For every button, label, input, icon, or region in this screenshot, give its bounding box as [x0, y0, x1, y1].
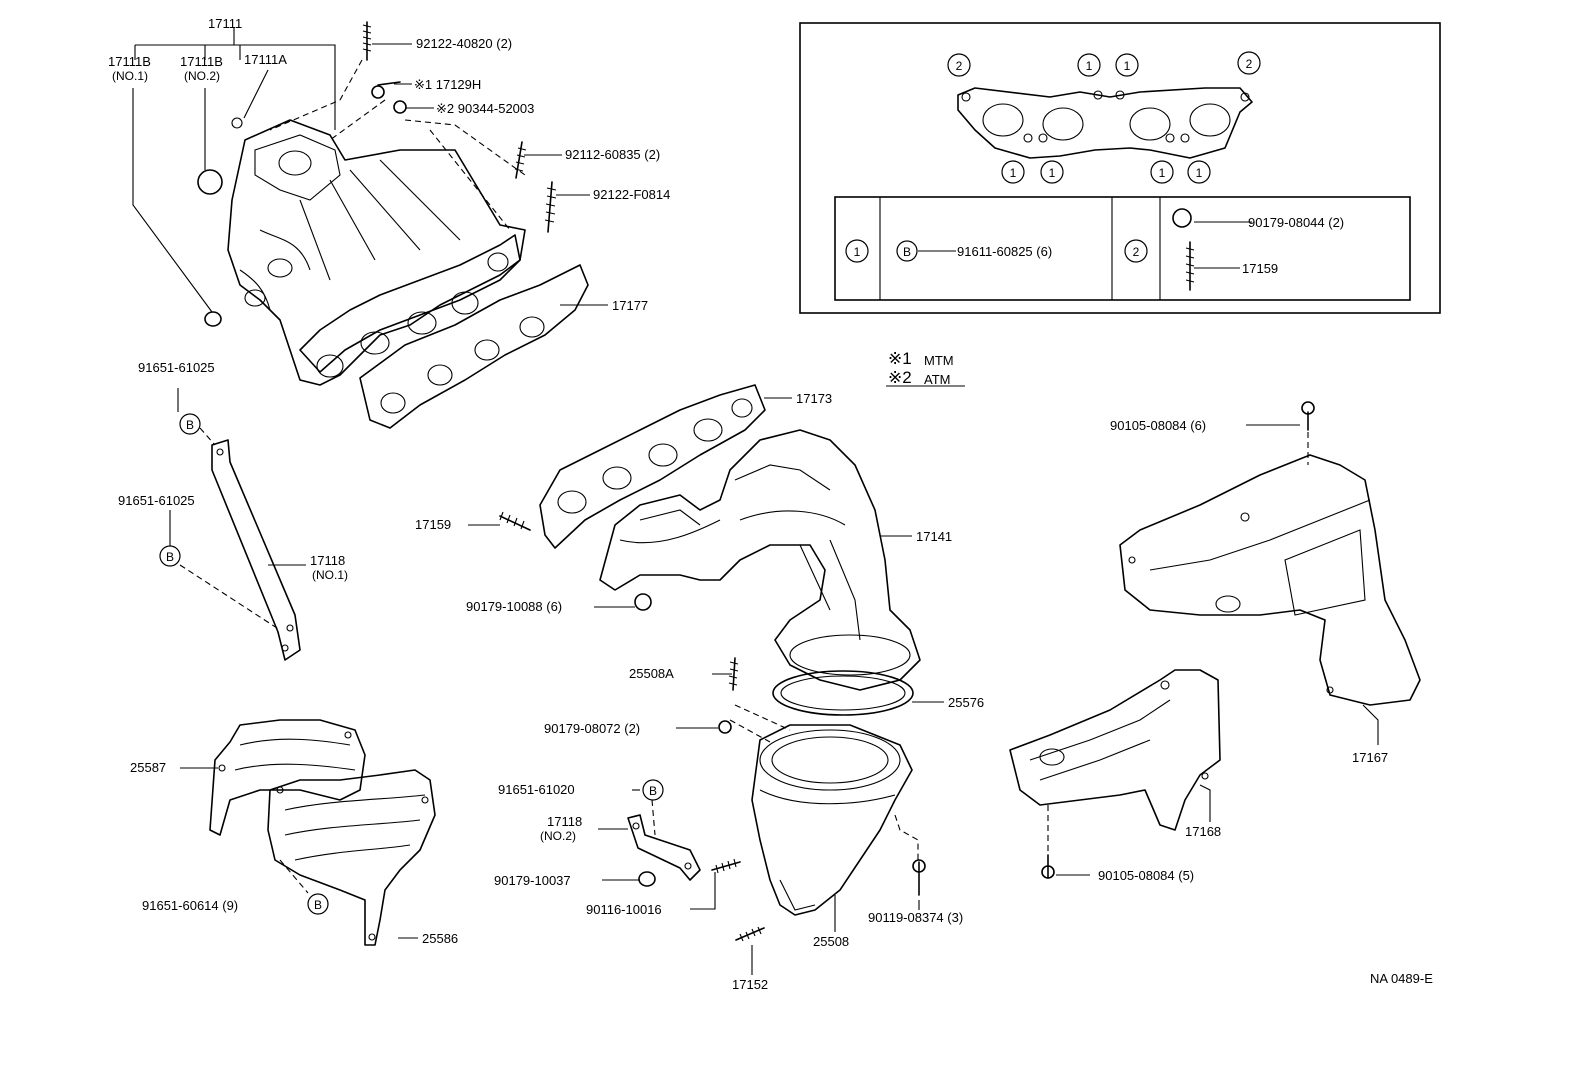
marker-2-table: 2	[1133, 245, 1140, 259]
marker-b-4: B	[314, 898, 322, 912]
plug-17111b-no1	[204, 311, 222, 327]
label-92122-40820: 92122-40820 (2)	[416, 36, 512, 51]
label-17118-no2: 17118	[547, 814, 582, 829]
label-90119-08374: 90119-08374 (3)	[868, 910, 963, 925]
label-17173: 17173	[796, 391, 832, 406]
part-labels: 17111 17111B (NO.1) 17111B (NO.2) 17111A…	[108, 16, 1433, 992]
marker-b-3: B	[649, 784, 657, 798]
label-17111b-no1-sub: (NO.1)	[112, 69, 148, 83]
insulator-25587	[209, 719, 366, 836]
label-91651-60614: 91651-60614 (9)	[142, 898, 238, 913]
marker-1-a: 1	[1086, 59, 1093, 73]
label-91611-60825: 91611-60825 (6)	[957, 244, 1052, 259]
inset-panel	[799, 22, 1441, 314]
label-17111b-no2-sub: (NO.2)	[184, 69, 220, 83]
label-90116-10016: 90116-10016	[586, 902, 662, 917]
label-17111b-no2: 17111B	[180, 54, 223, 69]
gasket-25576	[772, 670, 914, 716]
label-17159-b: 17159	[1242, 261, 1278, 276]
label-90105-08084-bottom: 90105-08084 (5)	[1098, 868, 1194, 883]
label-17111a: 17111A	[244, 52, 287, 67]
bolt-17129h	[371, 81, 401, 99]
stud-92112-60835	[515, 141, 523, 179]
label-90105-08084-top: 90105-08084 (6)	[1110, 418, 1206, 433]
label-17177: 17177	[612, 298, 648, 313]
label-91651-61020: 91651-61020	[498, 782, 575, 797]
label-17129h: ※1 17129H	[414, 77, 481, 92]
insulator-25586	[267, 769, 436, 946]
marker-b-1: B	[186, 418, 194, 432]
label-17167: 17167	[1352, 750, 1388, 765]
marker-1-d: 1	[1049, 166, 1056, 180]
label-17118-no1-sub: (NO.1)	[312, 568, 348, 582]
intake-studs	[362, 21, 557, 233]
label-90179-10088: 90179-10088 (6)	[466, 599, 562, 614]
note-atm: ATM	[924, 372, 950, 387]
label-17118-no1: 17118	[310, 553, 345, 568]
label-17111: 17111	[208, 16, 242, 31]
marker-b-5: B	[903, 245, 911, 259]
label-90179-08044: 90179-08044 (2)	[1248, 215, 1344, 230]
label-25587: 25587	[130, 760, 166, 775]
exhaust-manifold-17141	[599, 429, 921, 691]
insulator-17167	[1119, 401, 1421, 706]
label-91651-61025-a: 91651-61025	[138, 360, 215, 375]
plug-17111a	[231, 117, 243, 129]
marker-2-b: 2	[1246, 57, 1253, 71]
converter-25508	[718, 657, 926, 916]
nut-90179-08072	[718, 720, 732, 734]
label-25576: 25576	[948, 695, 984, 710]
reference-code: NA 0489-E	[1370, 971, 1433, 986]
stud-92122-f0814	[547, 181, 553, 233]
marker-1-e: 1	[1159, 166, 1166, 180]
marker-b-2: B	[166, 550, 174, 564]
stay-17118-no1	[169, 388, 306, 661]
nut-90344-52003	[393, 100, 407, 114]
exhaust-gasket-17173	[539, 384, 766, 549]
note-mtm: MTM	[924, 353, 954, 368]
inset-gasket	[957, 87, 1253, 159]
label-92112-60835: 92112-60835 (2)	[565, 147, 660, 162]
label-25508a: 25508A	[629, 666, 674, 681]
label-25508: 25508	[813, 934, 849, 949]
marker-2-a: 2	[956, 59, 963, 73]
misc-leaders	[468, 385, 1379, 975]
label-25586: 25586	[422, 931, 458, 946]
insulator-17168	[1009, 669, 1221, 879]
intake-leaders	[132, 28, 608, 313]
label-17111b-no1: 17111B	[108, 54, 151, 69]
note-mark-1: ※1	[888, 349, 912, 368]
marker-1-b: 1	[1124, 59, 1131, 73]
marker-1-f: 1	[1196, 166, 1203, 180]
label-92122-f0814: 92122-F0814	[593, 187, 670, 202]
label-17141: 17141	[916, 529, 952, 544]
stay-17118-no2	[627, 799, 765, 942]
plug-17111b-no2	[197, 169, 223, 195]
note-mark-2: ※2	[888, 368, 912, 387]
nut-90179-10088	[634, 593, 652, 611]
label-90344-52003: ※2 90344-52003	[436, 101, 534, 116]
label-91651-61025-b: 91651-61025	[118, 493, 195, 508]
marker-1-c: 1	[1010, 166, 1017, 180]
nut-90179-10037	[638, 871, 656, 887]
label-17152: 17152	[732, 977, 768, 992]
label-90179-10037: 90179-10037	[494, 873, 571, 888]
label-17159-a: 17159	[415, 517, 451, 532]
intake-gasket-17177	[359, 264, 589, 429]
label-90179-08072: 90179-08072 (2)	[544, 721, 640, 736]
nut-90179-08044	[1172, 208, 1192, 228]
label-17168: 17168	[1185, 824, 1221, 839]
label-17118-no2-sub: (NO.2)	[540, 829, 576, 843]
marker-circles: B B B B B 2 2 1 1 1 1 1 1 1 2	[159, 51, 1261, 915]
intake-manifold	[197, 117, 526, 386]
marker-1-table: 1	[854, 245, 861, 259]
